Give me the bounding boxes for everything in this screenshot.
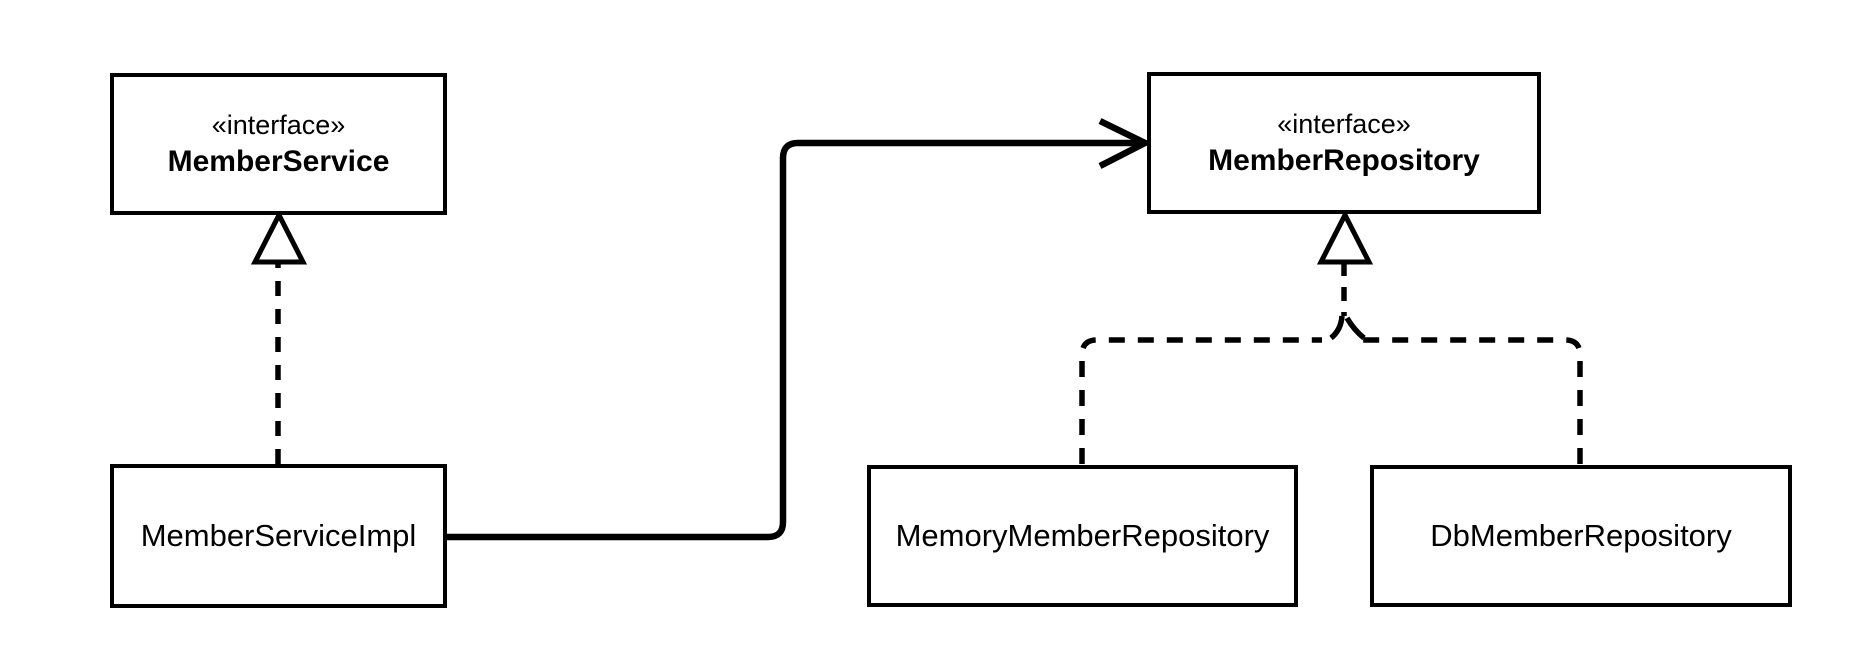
hollow-triangle-member-service (250, 209, 308, 265)
class-box-member-repository: «interface» MemberRepository (1147, 72, 1541, 214)
hollow-triangle-member-repository (1316, 209, 1374, 265)
class-name-member-service-impl: MemberServiceImpl (140, 518, 417, 553)
class-name-member-repository: MemberRepository (1208, 144, 1480, 177)
class-name-member-service: MemberService (167, 145, 390, 178)
dependency-edge-member-service-impl-to-member-repository (445, 139, 1141, 541)
open-arrowhead-member-repository (1098, 118, 1153, 169)
stereotype-label: «interface» (211, 110, 346, 140)
realization-fork-curve-left (1329, 315, 1345, 341)
class-name-memory-member-repository: MemoryMemberRepository (895, 518, 1270, 553)
class-box-member-service-impl: MemberServiceImpl (110, 464, 447, 608)
class-box-db-member-repository: DbMemberRepository (1370, 465, 1792, 607)
class-box-memory-member-repository: MemoryMemberRepository (867, 465, 1298, 607)
realization-fork-curve-right (1344, 316, 1366, 341)
class-name-db-member-repository: DbMemberRepository (1430, 518, 1732, 553)
realization-edge-memory-member-repository (1079, 337, 1322, 464)
class-box-member-service: «interface» MemberService (110, 73, 447, 215)
stereotype-label: «interface» (1277, 109, 1411, 139)
realization-edge-db-member-repository (1360, 337, 1583, 464)
